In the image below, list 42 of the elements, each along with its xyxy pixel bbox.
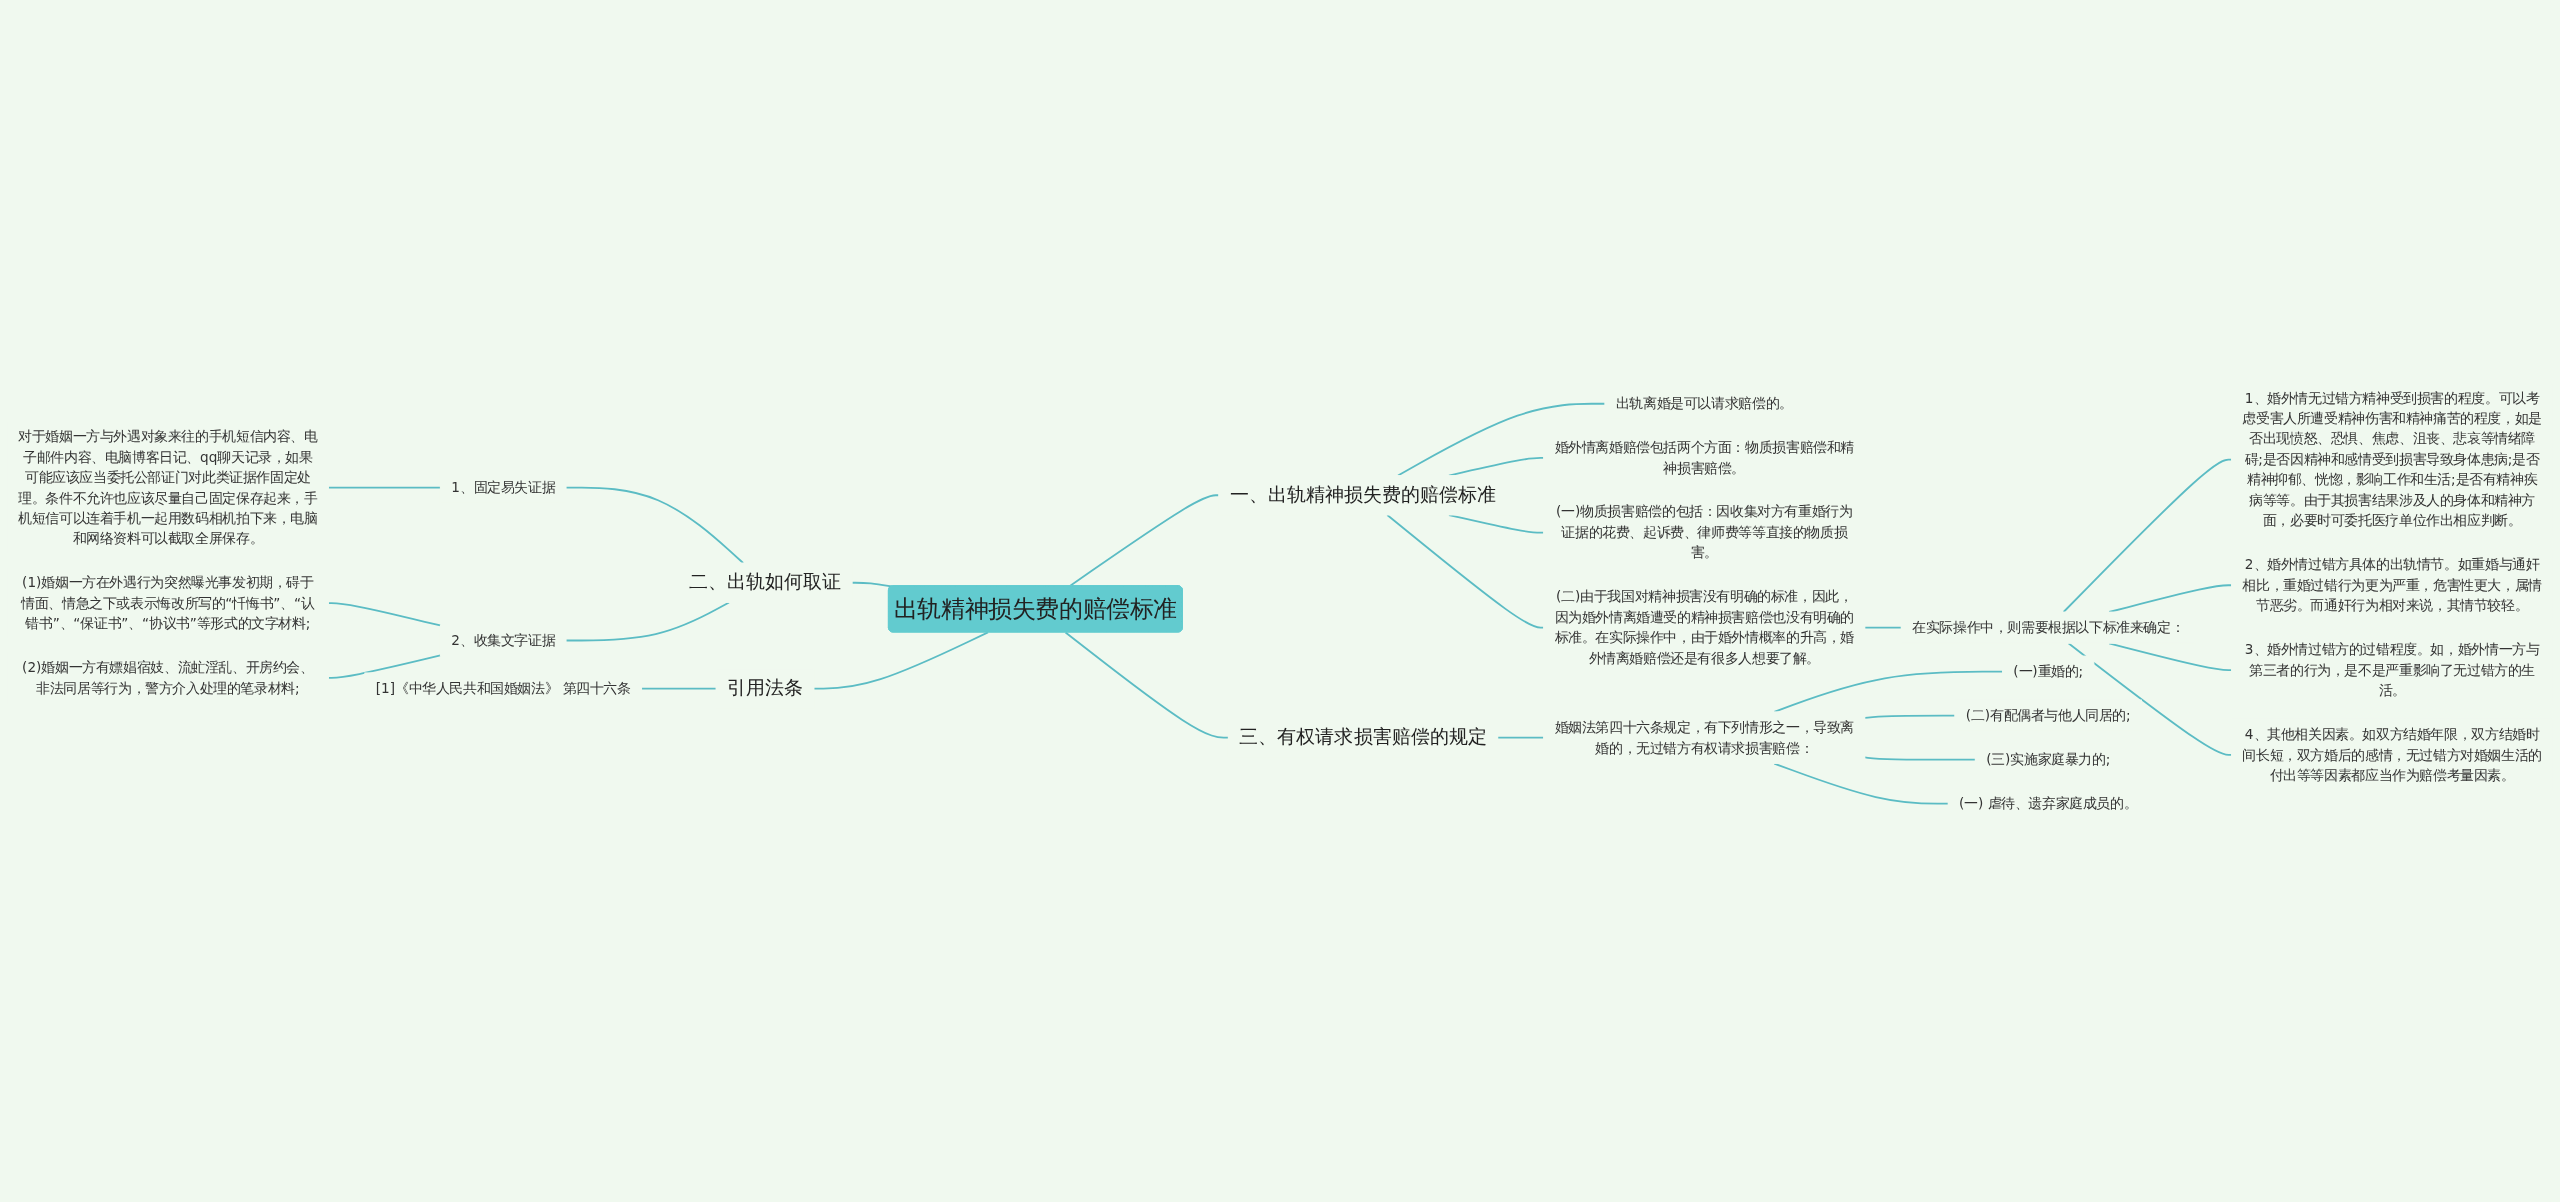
connector	[640, 687, 717, 690]
node-text: 二、出轨如何取证	[688, 571, 842, 593]
node-text: [1]《中华人民共和国婚姻法》 第四十六条	[375, 680, 631, 697]
connector	[2062, 458, 2233, 613]
node-text: 在实际操作中，则需要根据以下标准来确定：	[1912, 619, 2185, 636]
connector	[1863, 714, 1956, 719]
node-text: 4、其他相关因素。如双方结婚年限，双方结婚时间长短，双方婚后的感情，无过错方对婚姻生活的付出等等因素都应当作为赔偿考量因素。	[2242, 726, 2542, 784]
node-text: 2、婚外情过错方具体的出轨情节。如重婚与通奸相比，重婚过错行为更为严重，危害性更大，属情节恶劣。而通奸行为相对来说，其情节较轻。	[2242, 556, 2542, 614]
node-text: (三)实施家庭暴力的;	[1986, 751, 2111, 768]
connector	[1386, 514, 1545, 629]
node-text: 出轨离婚是可以请求赔偿的。	[1615, 395, 1793, 412]
node-text: (1)婚姻一方在外遇行为突然曝光事发初期，碍于情面、情急之下或表示悔改所写的“忏悔书”、“认错书”、“保证书”、“协议书”等形式的文字材料;	[21, 574, 315, 632]
node-text: 婚姻法第四十六条规定，有下列情形之一，导致离婚的，无过错方有权请求损害赔偿：	[1554, 719, 1854, 756]
connector	[813, 631, 989, 690]
connector	[2067, 642, 2233, 756]
connector	[327, 602, 442, 627]
node-text: 1、婚外情无过错方精神受到损害的程度。可以考虑受害人所遭受精神伤害和精神痛苦的程度，如是否出现愤怒、恐惧、焦虑、沮丧、悲哀等情绪障碍;是否因精神和感情受到损害导致身体患病;是否精神抑郁、恍惚，影响工作和生活;是否有精神疾病等等。由于其损害结果涉及人的身体和精神方面，必要时可委托医疗单位作出相应判断。	[2242, 389, 2542, 529]
connector	[327, 486, 442, 489]
node-text: 2、收集文字证据	[451, 632, 556, 649]
node-text: 1、固定易失证据	[451, 479, 556, 496]
connector	[1863, 756, 1977, 761]
connector	[1496, 736, 1545, 739]
node-text: (一) 虐待、遗弃家庭成员的。	[1959, 795, 2138, 812]
node-text: (二)由于我国对精神损害没有明确的标准，因此，因为婚外情离婚遭受的精神损害赔偿也没有明确的标准。在实际操作中，由于婚外情概率的升高，婚外情离婚赔偿还是有很多人想要了解。	[1554, 588, 1854, 667]
connector	[1863, 626, 1903, 629]
node-text: (一)物质损害赔偿的包括：因收集对方有重婚行为证据的花费、起诉费、律师费等等直接的物质损害。	[1556, 503, 1853, 561]
node-text: 一、出轨精神损失费的赔偿标准	[1229, 483, 1497, 506]
node-text: 婚外情离婚赔偿包括两个方面：物质损害赔偿和精神损害赔偿。	[1554, 439, 1854, 477]
node-text: 3、婚外情过错方的过错程度。如，婚外情一方与第三者的行为，是不是严重影响了无过错方的生活。	[2244, 641, 2540, 699]
connector	[2108, 584, 2233, 613]
connector	[327, 654, 442, 679]
connector	[565, 486, 745, 564]
connector	[1397, 402, 1606, 477]
node-text: (2)婚姻一方有嫖娼宿妓、流虻淫乱、开房约会、非法同居等行为，警方介入处理的笔录材料;	[22, 659, 314, 696]
connector	[1773, 762, 1950, 805]
node-text: (二)有配偶者与他人同居的;	[1965, 707, 2131, 724]
node-text: 引用法条	[726, 677, 804, 699]
connector	[565, 601, 730, 642]
node-text: 三、有权请求损害赔偿的规定	[1239, 726, 1487, 748]
node-text: 对于婚姻一方与外遇对象来往的手机短信内容、电子邮件内容、电脑博客日记、qq聊天记录，如果可能应该应当委托公部证门对此类证据作固定处理。条件不允许也应该尽量自己固定保存起来，手机短信可以连着手机一起用数码相机拍下来，电脑和网络资料可以截取全屏保存。	[18, 428, 318, 547]
connector	[851, 581, 893, 588]
connector	[1064, 631, 1230, 739]
